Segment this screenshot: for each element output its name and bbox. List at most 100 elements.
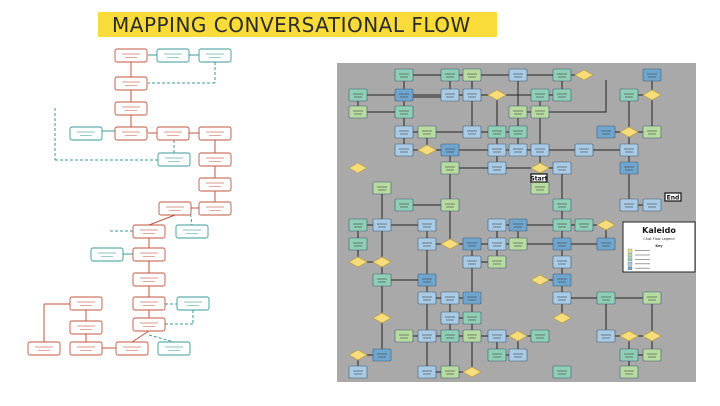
decision-node bbox=[642, 89, 662, 101]
flow-node bbox=[156, 48, 190, 63]
flow-node bbox=[574, 218, 594, 232]
flow-node bbox=[487, 237, 507, 251]
flow-node bbox=[417, 291, 437, 305]
flow-node bbox=[552, 291, 572, 305]
flow-node bbox=[114, 126, 148, 141]
flow-node bbox=[394, 68, 414, 82]
decision-node bbox=[372, 256, 392, 268]
flow-node bbox=[394, 125, 414, 139]
flow-node bbox=[114, 76, 148, 91]
decision-node bbox=[642, 330, 662, 342]
start-label: Start bbox=[530, 176, 547, 183]
flow-node bbox=[417, 218, 437, 232]
decision-node bbox=[440, 238, 460, 250]
flow-node bbox=[348, 237, 368, 251]
flow-node bbox=[487, 125, 507, 139]
decision-node bbox=[619, 330, 639, 342]
flow-node bbox=[487, 329, 507, 343]
flow-node bbox=[417, 273, 437, 287]
flow-node bbox=[462, 125, 482, 139]
flow-node bbox=[552, 88, 572, 102]
end-box bbox=[664, 192, 682, 202]
legend-swatch bbox=[627, 257, 633, 262]
flow-node bbox=[394, 143, 414, 157]
flow-node bbox=[462, 237, 482, 251]
flow-node bbox=[552, 198, 572, 212]
flow-node bbox=[440, 198, 460, 212]
decision-node bbox=[348, 349, 368, 361]
flow-node bbox=[90, 247, 124, 262]
flow-node bbox=[619, 161, 639, 175]
flow-node bbox=[372, 218, 392, 232]
connector-line bbox=[148, 214, 176, 226]
flow-node bbox=[348, 365, 368, 379]
flow-node bbox=[508, 125, 528, 139]
flow-node bbox=[619, 88, 639, 102]
legend-swatch bbox=[627, 262, 633, 266]
flow-node bbox=[642, 68, 662, 82]
flow-node bbox=[440, 329, 460, 343]
flow-node bbox=[508, 105, 528, 119]
flow-node bbox=[487, 143, 507, 157]
flow-node bbox=[552, 68, 572, 82]
flow-node bbox=[619, 348, 639, 362]
flow-node bbox=[440, 68, 460, 82]
flow-node bbox=[348, 88, 368, 102]
connector-line bbox=[540, 80, 607, 113]
flow-node bbox=[596, 329, 616, 343]
flow-node bbox=[372, 273, 392, 287]
flow-node bbox=[157, 152, 191, 167]
flow-node bbox=[487, 161, 507, 175]
flow-node bbox=[158, 201, 192, 216]
flow-node bbox=[552, 365, 572, 379]
flow-node bbox=[348, 218, 368, 232]
flow-node bbox=[596, 125, 616, 139]
flow-node bbox=[552, 161, 572, 175]
flow-node bbox=[69, 341, 103, 356]
decision-node bbox=[372, 312, 392, 324]
flow-node bbox=[508, 68, 528, 82]
flow-node bbox=[198, 126, 232, 141]
title-banner bbox=[98, 12, 497, 37]
flow-node bbox=[440, 143, 460, 157]
flow-node bbox=[462, 291, 482, 305]
flow-node bbox=[115, 341, 149, 356]
decision-node bbox=[530, 274, 550, 286]
flow-node bbox=[642, 198, 662, 212]
legend-swatch bbox=[627, 248, 633, 253]
flow-node bbox=[530, 181, 550, 195]
flow-node bbox=[596, 237, 616, 251]
flow-node bbox=[596, 291, 616, 305]
flow-node bbox=[198, 177, 232, 192]
flow-node bbox=[642, 125, 662, 139]
flow-node bbox=[132, 317, 166, 332]
flow-node bbox=[619, 143, 639, 157]
flow-node bbox=[69, 296, 103, 311]
end-label: End bbox=[667, 195, 680, 202]
flow-node bbox=[394, 198, 414, 212]
flow-node bbox=[198, 201, 232, 216]
flow-node bbox=[462, 68, 482, 82]
flow-node bbox=[642, 291, 662, 305]
flow-node bbox=[462, 88, 482, 102]
legend-swatch bbox=[627, 266, 633, 270]
flow-node bbox=[508, 348, 528, 362]
decision-node bbox=[348, 256, 368, 268]
flow-node bbox=[508, 237, 528, 251]
flow-node bbox=[114, 48, 148, 63]
flow-node bbox=[348, 105, 368, 119]
flow-node bbox=[642, 348, 662, 362]
flow-node bbox=[132, 296, 166, 311]
slide-title: MAPPING CONVERSATIONAL FLOW bbox=[112, 13, 471, 37]
flow-node bbox=[27, 341, 61, 356]
flow-node bbox=[417, 125, 437, 139]
decision-node bbox=[574, 69, 594, 81]
flow-node bbox=[462, 311, 482, 325]
flow-node bbox=[440, 311, 460, 325]
flow-node bbox=[417, 365, 437, 379]
flow-node bbox=[156, 126, 190, 141]
flow-node bbox=[487, 218, 507, 232]
decision-node bbox=[619, 126, 639, 138]
flow-node bbox=[462, 255, 482, 269]
